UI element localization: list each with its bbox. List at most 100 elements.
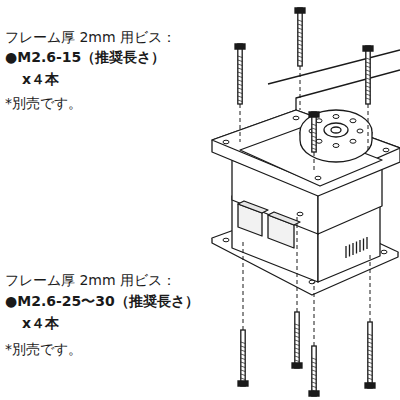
screw-head: [309, 391, 319, 396]
screw-thread: [298, 28, 302, 30]
horn-hole: [357, 129, 363, 133]
frame-hole: [293, 116, 299, 120]
screw-thread: [298, 56, 302, 58]
screw-thread: [238, 60, 242, 62]
screw-thread: [238, 92, 242, 94]
screw-thread: [298, 36, 302, 38]
screw-thread: [312, 366, 316, 368]
screw-thread: [238, 96, 242, 98]
screw-thread: [238, 88, 242, 90]
vent-slot: [359, 240, 360, 252]
screw-thread: [298, 52, 302, 54]
screw-thread: [368, 374, 372, 376]
screw-thread: [295, 348, 299, 350]
screw-thread: [368, 338, 372, 340]
screw-thread: [312, 124, 316, 126]
screw-thread: [241, 342, 245, 344]
screw-thread: [368, 354, 372, 356]
screw-thread: [312, 140, 316, 142]
screw-thread: [368, 334, 372, 336]
screw-thread: [238, 76, 242, 78]
screw-thread: [298, 32, 302, 34]
screw-thread: [366, 86, 370, 88]
guide-line: [300, 66, 301, 110]
top-frame-back: [268, 50, 400, 110]
screw-thread: [368, 350, 372, 352]
screw-note: x４本: [22, 70, 59, 88]
guide-line: [297, 214, 298, 312]
screw-thread: [368, 342, 372, 344]
guide-line: [240, 104, 241, 142]
screw-note: フレーム厚 2mm 用ビス：: [5, 28, 176, 46]
screw-thread: [298, 60, 302, 62]
screw-thread: [241, 370, 245, 372]
screw-thread: [366, 98, 370, 100]
screw-thread: [312, 386, 316, 388]
horn-hole: [333, 115, 339, 119]
screw-thread: [241, 362, 245, 364]
screw-thread: [238, 100, 242, 102]
frame-hole: [223, 238, 229, 242]
horn-shaft: [331, 127, 341, 133]
screw-thread: [366, 78, 370, 80]
screw-note: フレーム厚 2mm 用ビス：: [5, 271, 176, 289]
horn-hub: [324, 123, 348, 137]
screw-head: [295, 8, 305, 13]
horn-hole: [350, 139, 356, 143]
connector-top: [238, 201, 300, 225]
screw-shank: [238, 44, 242, 104]
screw-head: [238, 381, 248, 386]
vent-slot: [345, 246, 346, 258]
screw-shank: [366, 46, 370, 104]
screw-thread: [366, 58, 370, 60]
guide-line: [314, 152, 315, 170]
screw-shank: [298, 8, 302, 66]
screw-shank: [312, 346, 316, 396]
frame-hole: [223, 140, 229, 144]
screw-thread: [298, 48, 302, 50]
screw-thread: [368, 358, 372, 360]
screw-thread: [366, 94, 370, 96]
screw-thread: [312, 382, 316, 384]
screw-thread: [312, 370, 316, 372]
screw-note: x４本: [22, 314, 59, 332]
screw-thread: [298, 40, 302, 42]
guide-line: [314, 282, 315, 346]
screw-head: [292, 363, 302, 368]
screw-thread: [238, 80, 242, 82]
screw-thread: [241, 350, 245, 352]
screw-thread: [312, 132, 316, 134]
screw-shank: [241, 330, 245, 386]
screw-shank: [312, 112, 316, 152]
screw-note: ●M2.6-25〜30（推奨長さ）: [5, 292, 199, 310]
screw-thread: [366, 82, 370, 84]
screw-shank: [368, 322, 372, 388]
screw-thread: [368, 378, 372, 380]
screw-thread: [241, 346, 245, 348]
frame-hole: [315, 176, 321, 180]
screw-thread: [312, 148, 316, 150]
screw-head: [235, 44, 245, 49]
vent-slot: [349, 245, 350, 257]
screw-thread: [295, 344, 299, 346]
screw-thread: [368, 366, 372, 368]
screw-head: [365, 383, 375, 388]
screw-thread: [241, 374, 245, 376]
screw-thread: [295, 332, 299, 334]
servo-top: [240, 128, 382, 186]
screw-thread: [241, 358, 245, 360]
screw-head: [363, 46, 373, 51]
screw-thread: [238, 64, 242, 66]
screw-head: [309, 112, 319, 117]
screw-thread: [312, 374, 316, 376]
screw-thread: [366, 90, 370, 92]
screw-thread: [238, 84, 242, 86]
screw-thread: [368, 370, 372, 372]
screw-note: *別売です。: [5, 340, 82, 358]
vent-slot: [363, 239, 364, 251]
screw-thread: [366, 74, 370, 76]
horn-hole: [316, 119, 322, 123]
screw-thread: [312, 358, 316, 360]
screw-thread: [295, 328, 299, 330]
screw-thread: [312, 378, 316, 380]
